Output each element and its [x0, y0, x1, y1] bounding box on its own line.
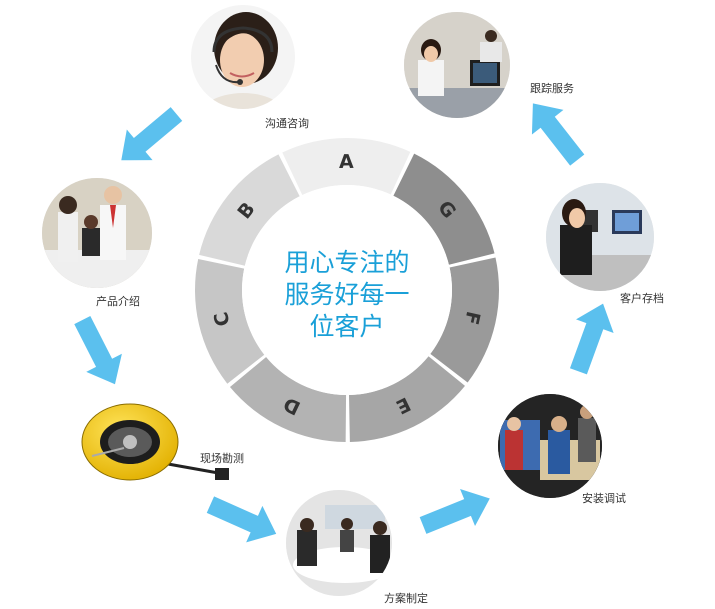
ring-segment-e: [348, 356, 465, 442]
ring-letter-a: A: [339, 151, 354, 173]
step-label-1: 沟通咨询: [265, 117, 309, 130]
step-label-3: 现场勘测: [200, 452, 244, 465]
ring-center: [242, 185, 452, 395]
ring-segment-b: [199, 154, 300, 266]
support-office-photo-icon: [404, 12, 510, 118]
measuring-tape-icon: [81, 403, 229, 481]
ring-segment-d: [229, 357, 347, 442]
center-text-line-1: 用心专注的: [284, 248, 409, 277]
flow-arrow-2-to-3: [74, 315, 122, 385]
flow-arrow-1-to-2: [121, 107, 183, 161]
computer-desk-photo-icon: [546, 183, 654, 291]
product-presentation-photo-icon: [42, 178, 152, 288]
step-label-5: 安装调试: [582, 492, 626, 505]
step-label-6: 客户存档: [620, 292, 664, 305]
step-label-7: 跟踪服务: [530, 82, 574, 95]
ring-letter-c: C: [210, 310, 235, 329]
ring-segment-a: [282, 138, 411, 195]
meeting-room-photo-icon: [286, 490, 392, 596]
ring-segment-g: [393, 153, 495, 265]
flow-arrow-6-to-7: [531, 103, 585, 166]
ring-segment-c: [195, 258, 265, 384]
step-label-2: 产品介绍: [96, 295, 140, 308]
installation-team-photo-icon: [498, 394, 602, 498]
flow-arrow-3-to-4: [206, 496, 277, 543]
flow-arrow-5-to-6: [569, 303, 614, 375]
ring-letter-f: F: [460, 309, 484, 326]
step-label-4: 方案制定: [384, 592, 428, 605]
center-text-line-3: 位客户: [309, 312, 384, 341]
ring-segment-f: [430, 257, 500, 383]
center-text-line-2: 服务好每一: [284, 280, 409, 309]
flow-arrow-4-to-5: [419, 488, 490, 534]
